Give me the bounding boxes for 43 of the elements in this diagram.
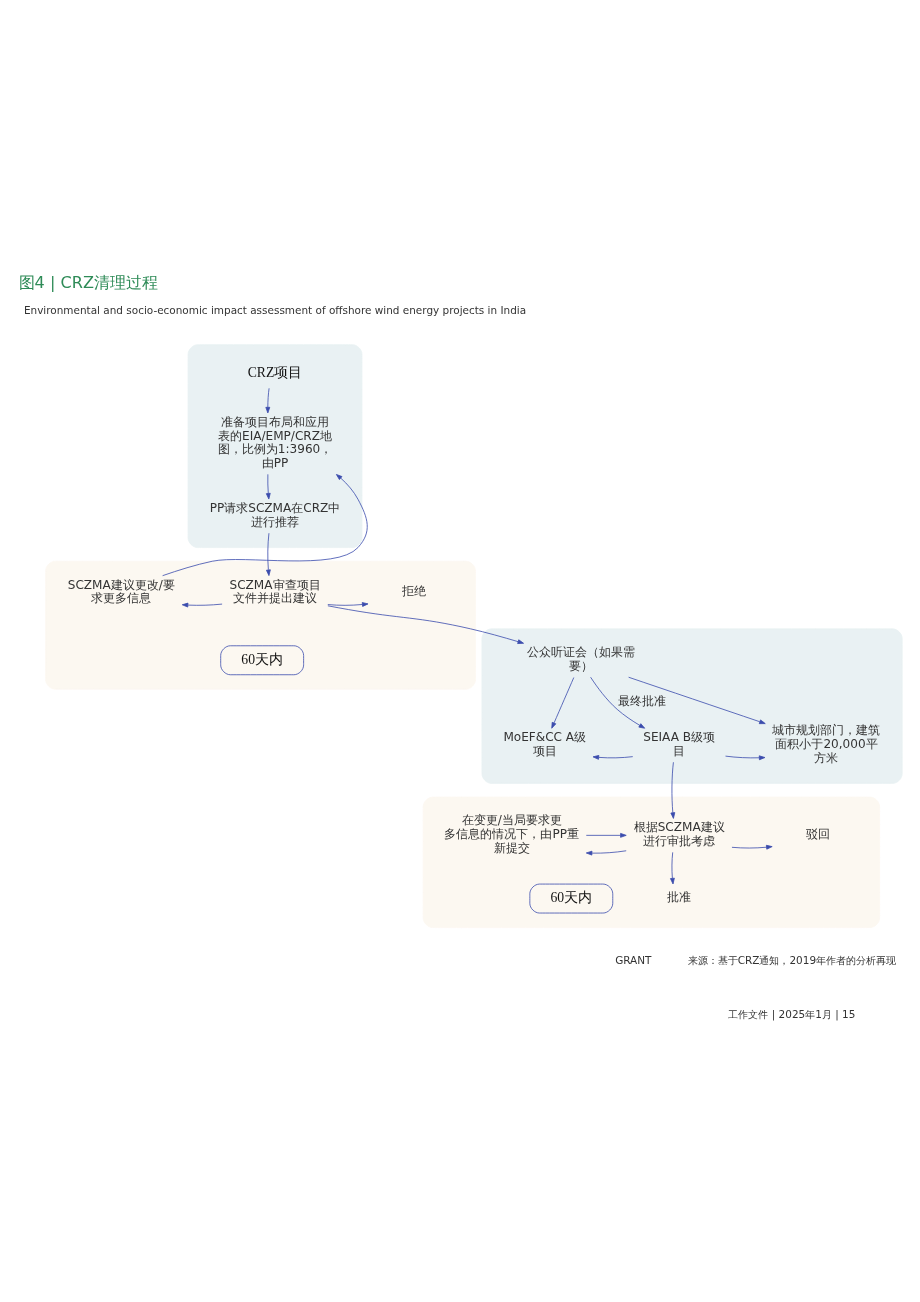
label: Environmental and socio-economic impact assessment of offshore wind energy projects in India — [23, 303, 527, 316]
arrow — [725, 755, 766, 761]
node-text: PP请求SCZMA在CRZ中进行推荐 — [209, 501, 341, 529]
arrow — [327, 605, 524, 644]
cluster — [422, 796, 881, 928]
arrow — [551, 677, 575, 729]
arrow — [585, 850, 627, 856]
arrow — [585, 833, 627, 838]
node-box: 60天内 — [220, 645, 305, 676]
arrow — [162, 474, 368, 577]
node-box: 60天内 — [529, 883, 614, 914]
node-text: 在变更/当局要求更多信息的情况下，由PP重新提交 — [444, 813, 580, 855]
label: GRANT — [615, 954, 652, 967]
diagram-title: 图4 | CRZ清理过程 — [18, 273, 158, 293]
node-text: 根据SCZMA建议进行审批考虑 — [633, 820, 725, 849]
cluster — [187, 344, 363, 548]
arrow — [670, 761, 676, 819]
arrow — [592, 755, 634, 760]
label: 工作文件 | 2025年1月 | 15 — [728, 1008, 856, 1021]
node-text: SCZMA审查项目文件并提出建议 — [229, 577, 321, 606]
edge-label: 最终批准 — [617, 694, 666, 709]
arrow — [731, 844, 773, 850]
node-text: 驳回 — [806, 827, 831, 842]
caption: 来源：基于CRZ通知，2019年作者的分析再现 — [687, 954, 897, 967]
node-text: 公众听证会（如果需要） — [526, 645, 635, 673]
arrow — [327, 602, 369, 607]
node-text: 批准 — [667, 890, 692, 905]
arrow — [265, 387, 271, 414]
cluster — [45, 560, 476, 690]
node-text: SEIAA B级项目 — [643, 730, 716, 758]
arrow — [670, 851, 675, 885]
node-text: 拒绝 — [402, 584, 427, 599]
arrow — [590, 676, 646, 729]
node-text: CRZ项目 — [247, 364, 303, 380]
arrow — [266, 532, 271, 576]
node-text: MoEF&CC A级项目 — [503, 730, 587, 758]
node-text: SCZMA建议更改/要求更多信息 — [67, 577, 175, 606]
arrow — [628, 676, 766, 725]
node-text: 城市规划部门，建筑面积小于20,000平方米 — [772, 723, 881, 765]
node-text: 准备项目布局和应用表的EIA/EMP/CRZ地图，比例为1:3960，由PP — [217, 414, 333, 471]
arrow — [265, 473, 271, 500]
cluster — [481, 628, 903, 784]
arrow — [181, 602, 223, 608]
